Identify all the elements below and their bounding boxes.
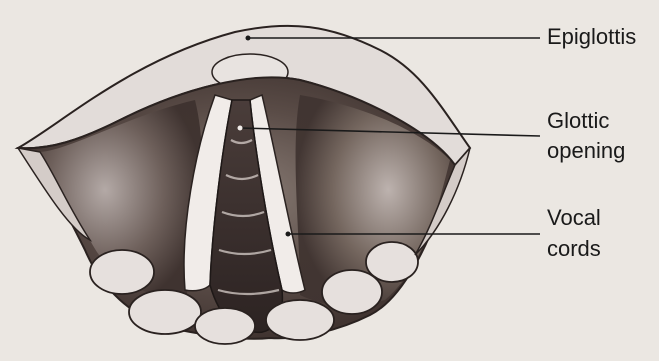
glottic-opening-label-line2: opening <box>547 138 625 164</box>
vocal-leader-dot <box>286 232 291 237</box>
epiglottis-leader-dot <box>246 36 251 41</box>
epiglottis-label: Epiglottis <box>547 24 636 50</box>
vocal-cords-label-line1: Vocal <box>547 205 601 231</box>
vocal-cords-label-line2: cords <box>547 236 601 262</box>
glottic-opening-label-line1: Glottic <box>547 108 609 134</box>
glottic-leader-dot <box>238 126 243 131</box>
